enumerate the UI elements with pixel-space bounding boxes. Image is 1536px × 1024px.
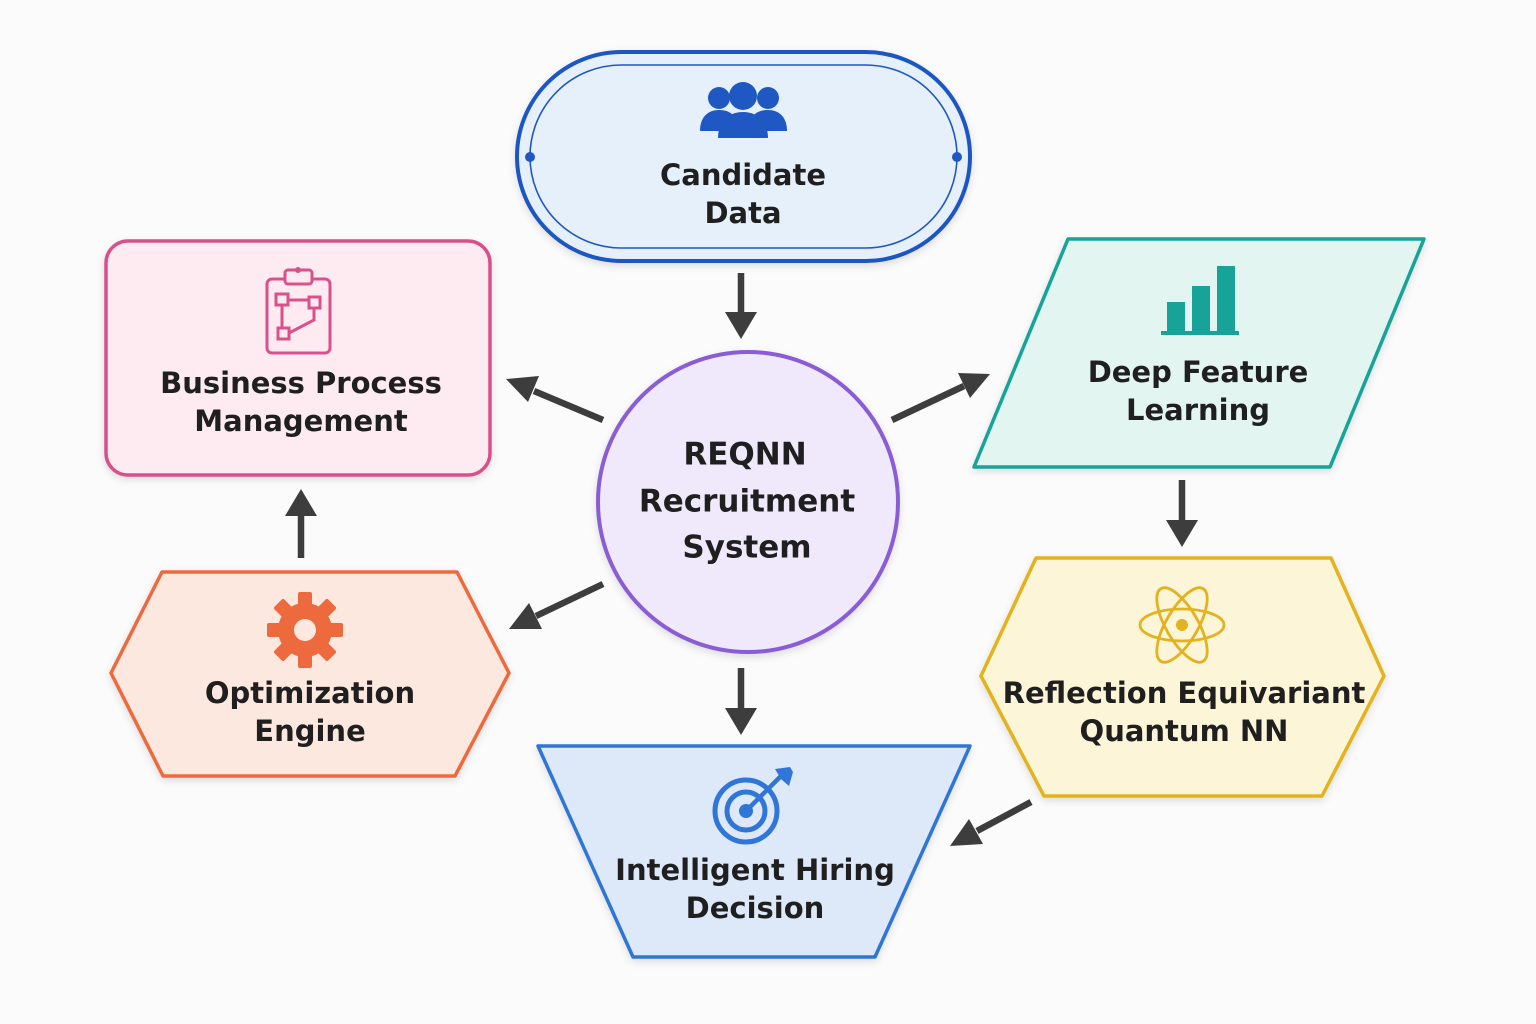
hiring-label-line2: Decision [686, 891, 825, 925]
edge-reflection-to-hiring [950, 799, 1033, 846]
deep-feature-label-line1: Deep Feature [1088, 355, 1309, 389]
hiring-shape [536, 744, 972, 959]
deep-feature-label-line2: Learning [1126, 393, 1270, 427]
edge-candidate-to-center [725, 273, 757, 339]
node-deep-feature-learning: Deep Feature Learning [972, 237, 1426, 469]
atom-icon [1138, 586, 1226, 664]
target-icon [712, 767, 793, 845]
candidate-data-label-line2: Data [704, 196, 781, 230]
reflection-shape [979, 556, 1386, 798]
edge-center-to-optimization [509, 581, 605, 629]
business-process-label-line2: Management [194, 404, 408, 438]
arrows [285, 273, 1198, 846]
candidate-data-shape [515, 50, 972, 263]
edge-center-to-hiring [725, 668, 757, 735]
node-candidate-data: Candidate Data [515, 50, 972, 263]
edge-center-to-business-process [506, 376, 605, 423]
reflection-label-line2: Quantum NN [1080, 714, 1289, 748]
optimization-label-line1: Optimization [205, 676, 415, 710]
edge-optimization-to-business-process [285, 489, 317, 558]
business-process-label-line1: Business Process [160, 366, 442, 400]
node-business-process-management: Business Process Management [104, 239, 492, 477]
bar-chart-icon [1161, 266, 1239, 335]
node-reqnn-recruitment-system: REQNN Recruitment System [596, 350, 900, 654]
optimization-label-line2: Engine [254, 714, 365, 748]
center-shape [596, 350, 900, 654]
candidate-data-label-line1: Candidate [660, 158, 826, 192]
hiring-label-line1: Intelligent Hiring [615, 853, 895, 887]
clipboard-workflow-icon [265, 267, 332, 355]
reflection-label-line1: Reflection Equivariant [1003, 676, 1366, 710]
candidate-data-right-dot [952, 152, 962, 162]
node-optimization-engine: Optimization Engine [109, 570, 511, 778]
center-label-line2: Recruitment [639, 484, 855, 520]
deep-feature-shape [972, 237, 1426, 469]
center-label-line3: System [682, 530, 811, 566]
candidate-data-left-dot [525, 152, 535, 162]
center-label-line1: REQNN [683, 437, 806, 473]
edge-center-to-deep-feature [890, 373, 990, 423]
optimization-shape [109, 570, 511, 778]
node-reflection-equivariant-quantum-nn: Reflection Equivariant Quantum NN [979, 556, 1386, 798]
gear-icon [267, 592, 343, 668]
edge-deep-feature-to-reflection [1166, 480, 1198, 547]
node-intelligent-hiring-decision: Intelligent Hiring Decision [536, 744, 972, 959]
business-process-shape [104, 239, 492, 477]
people-group-icon [700, 82, 787, 138]
